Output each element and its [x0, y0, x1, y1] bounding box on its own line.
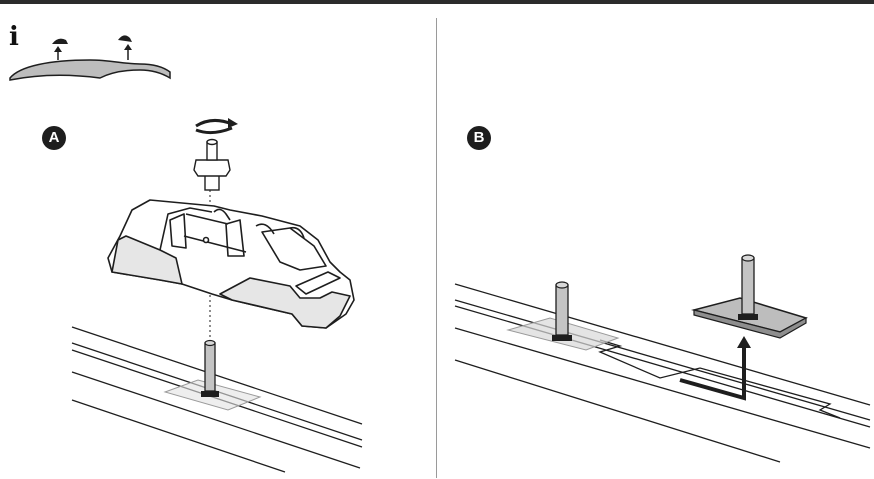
step-badge-a: A: [42, 126, 66, 150]
info-icon: i: [9, 22, 19, 52]
rotate-arrow-icon: [195, 118, 238, 135]
foot-a: [107, 199, 355, 329]
thumbnail-foot-right: [118, 35, 132, 60]
t-bolt-b-installed: [552, 281, 572, 341]
top-rule: [0, 0, 874, 4]
t-bolt-a: [201, 339, 219, 397]
panel-divider: [436, 18, 437, 478]
roof-thumbnail: [9, 35, 171, 81]
screw-nut-a: [193, 138, 231, 191]
step-badge-b: B: [467, 126, 491, 150]
lift-arrow-icon: [679, 336, 751, 401]
rail-slot-b: [598, 339, 841, 419]
rail-b: [454, 283, 871, 463]
thumbnail-foot-left: [52, 38, 68, 60]
t-bolt-b-removed: [691, 254, 808, 339]
